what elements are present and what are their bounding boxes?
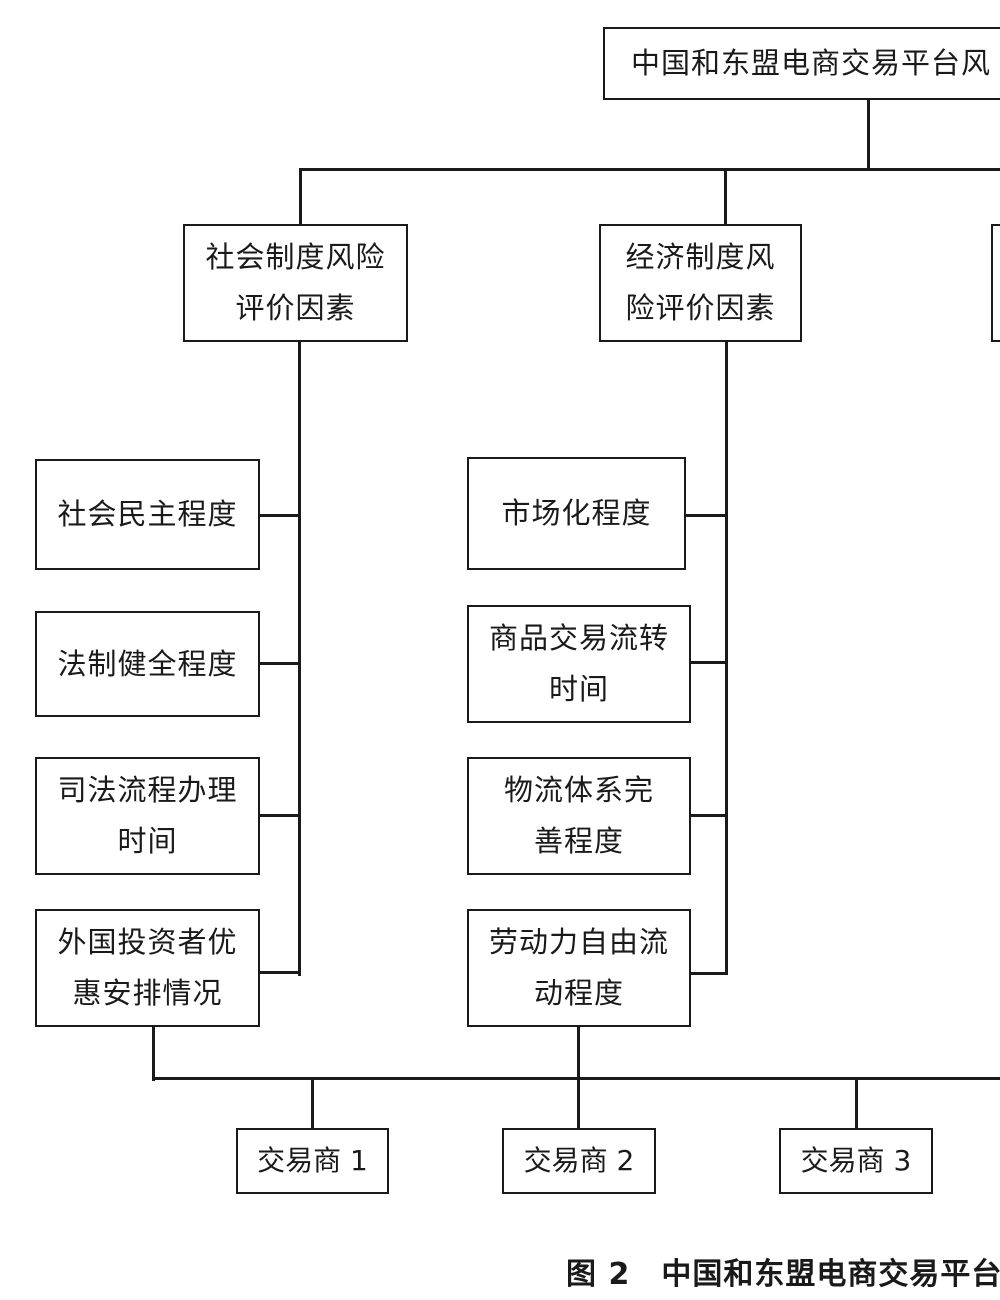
social-factor-label-2: 法制健全程度 bbox=[57, 646, 238, 681]
connector-bottom-bus bbox=[152, 1077, 1000, 1080]
category-node-economic: 经济制度风 险评价因素 bbox=[599, 224, 802, 342]
connector-economic-spine bbox=[725, 341, 728, 975]
trader-label-1: 交易商 1 bbox=[257, 1144, 368, 1177]
trader-node-3: 交易商 3 bbox=[779, 1128, 933, 1194]
connector-economic-4 bbox=[689, 972, 728, 975]
connector-economic-2 bbox=[689, 661, 728, 664]
root-node-label: 中国和东盟电商交易平台风 bbox=[631, 46, 992, 80]
trader-label-2: 交易商 2 bbox=[523, 1144, 635, 1177]
social-factor-label-4: 外国投资者优 惠安排情况 bbox=[57, 925, 238, 1010]
connector-social-3 bbox=[259, 814, 301, 817]
connector-to-trader-3 bbox=[855, 1077, 858, 1130]
category-node-social: 社会制度风险 评价因素 bbox=[183, 224, 408, 342]
social-factor-node-4: 外国投资者优 惠安排情况 bbox=[35, 909, 260, 1027]
connector-to-trader-1 bbox=[311, 1077, 314, 1130]
economic-factor-node-4: 劳动力自由流 动程度 bbox=[467, 909, 691, 1027]
economic-factor-label-3: 物流体系完 善程度 bbox=[503, 773, 654, 858]
connector-social-1 bbox=[259, 514, 301, 517]
category-node-partial bbox=[991, 224, 1000, 342]
social-factor-node-3: 司法流程办理 时间 bbox=[35, 757, 260, 875]
social-factor-node-1: 社会民主程度 bbox=[35, 459, 260, 570]
social-factor-label-1: 社会民主程度 bbox=[57, 497, 238, 531]
connector-top-bus bbox=[300, 168, 1000, 171]
figure-caption: 图 2 中国和东盟电商交易平台 bbox=[566, 1257, 1000, 1292]
trader-label-3: 交易商 3 bbox=[800, 1144, 912, 1177]
social-factor-label-3: 司法流程办理 时间 bbox=[57, 773, 238, 858]
economic-factor-node-1: 市场化程度 bbox=[467, 457, 686, 570]
connector-social-2 bbox=[259, 662, 301, 665]
connector-economic-1 bbox=[685, 514, 728, 517]
connector-social-factor-down bbox=[152, 1025, 155, 1081]
root-node: 中国和东盟电商交易平台风 bbox=[603, 27, 1000, 100]
economic-factor-node-3: 物流体系完 善程度 bbox=[467, 757, 691, 875]
category-node-social-label: 社会制度风险 评价因素 bbox=[205, 240, 386, 325]
economic-factor-label-1: 市场化程度 bbox=[501, 496, 652, 530]
economic-factor-label-2: 商品交易流转 时间 bbox=[488, 621, 669, 706]
connector-economic-3 bbox=[689, 814, 728, 817]
trader-node-2: 交易商 2 bbox=[502, 1128, 656, 1194]
connector-to-social-category bbox=[299, 168, 302, 226]
connector-social-4 bbox=[259, 971, 301, 974]
connector-social-spine bbox=[298, 341, 301, 976]
category-node-economic-label: 经济制度风 险评价因素 bbox=[625, 240, 776, 325]
connector-root-down bbox=[867, 99, 870, 171]
economic-factor-node-2: 商品交易流转 时间 bbox=[467, 605, 691, 723]
connector-to-economic-category bbox=[724, 168, 727, 226]
social-factor-node-2: 法制健全程度 bbox=[35, 611, 260, 717]
trader-node-1: 交易商 1 bbox=[236, 1128, 389, 1194]
economic-factor-label-4: 劳动力自由流 动程度 bbox=[488, 925, 669, 1010]
